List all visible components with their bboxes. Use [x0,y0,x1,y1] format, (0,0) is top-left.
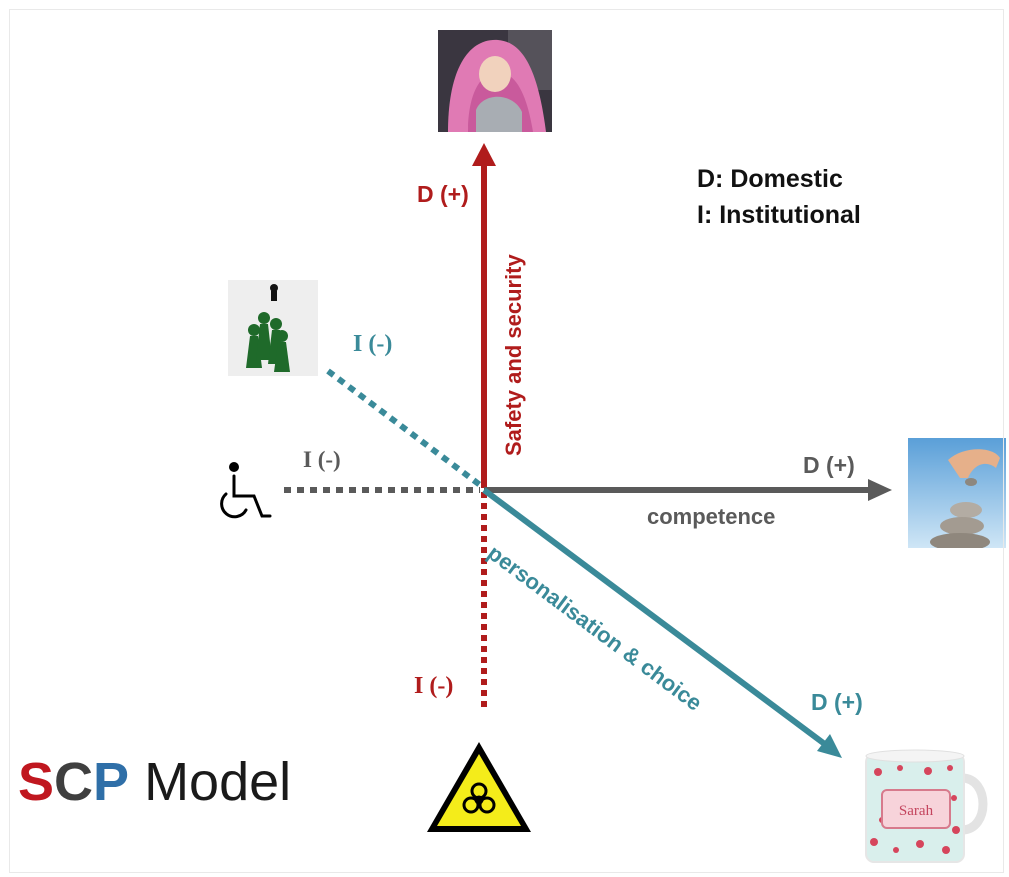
floral-mug-photo: Sarah [858,738,988,868]
mug-drawing: Sarah [865,749,988,863]
personalisation-axis-negative [326,368,482,488]
personalisation-negative-label: I (-) [353,331,393,357]
personalisation-axis-positive [482,487,828,748]
stones-drawing [908,438,1006,548]
biohazard-warning-icon [427,742,531,832]
title-rest: Model [129,752,292,812]
legend-domestic: D: Domestic [697,165,843,193]
competence-arrowhead [868,479,892,501]
title-letter-s: S [18,752,55,812]
mug-name-text: Sarah [899,803,934,819]
legend-institutional: I: Institutional [697,201,861,229]
wheelchair-icon [220,462,272,519]
car-seat-drawing [438,30,552,132]
safety-negative-label: I (-) [414,673,454,699]
safety-axis-label: Safety and security [501,254,526,456]
safety-arrowhead [472,143,496,166]
model-title: SCP Model [18,752,291,812]
title-letter-c: C [54,752,94,812]
personalisation-positive-label: D (+) [811,689,863,715]
competence-positive-label: D (+) [803,452,855,478]
green-game-pieces-photo [228,280,318,376]
balancing-stones-photo [908,438,1006,548]
safety-positive-label: D (+) [417,181,469,207]
game-pieces-drawing [228,280,318,376]
title-letter-p: P [93,752,130,812]
competence-axis-label: competence [647,504,776,529]
child-car-seat-photo [438,30,552,132]
personalisation-arrowhead [817,734,842,758]
competence-negative-label: I (-) [303,447,341,472]
